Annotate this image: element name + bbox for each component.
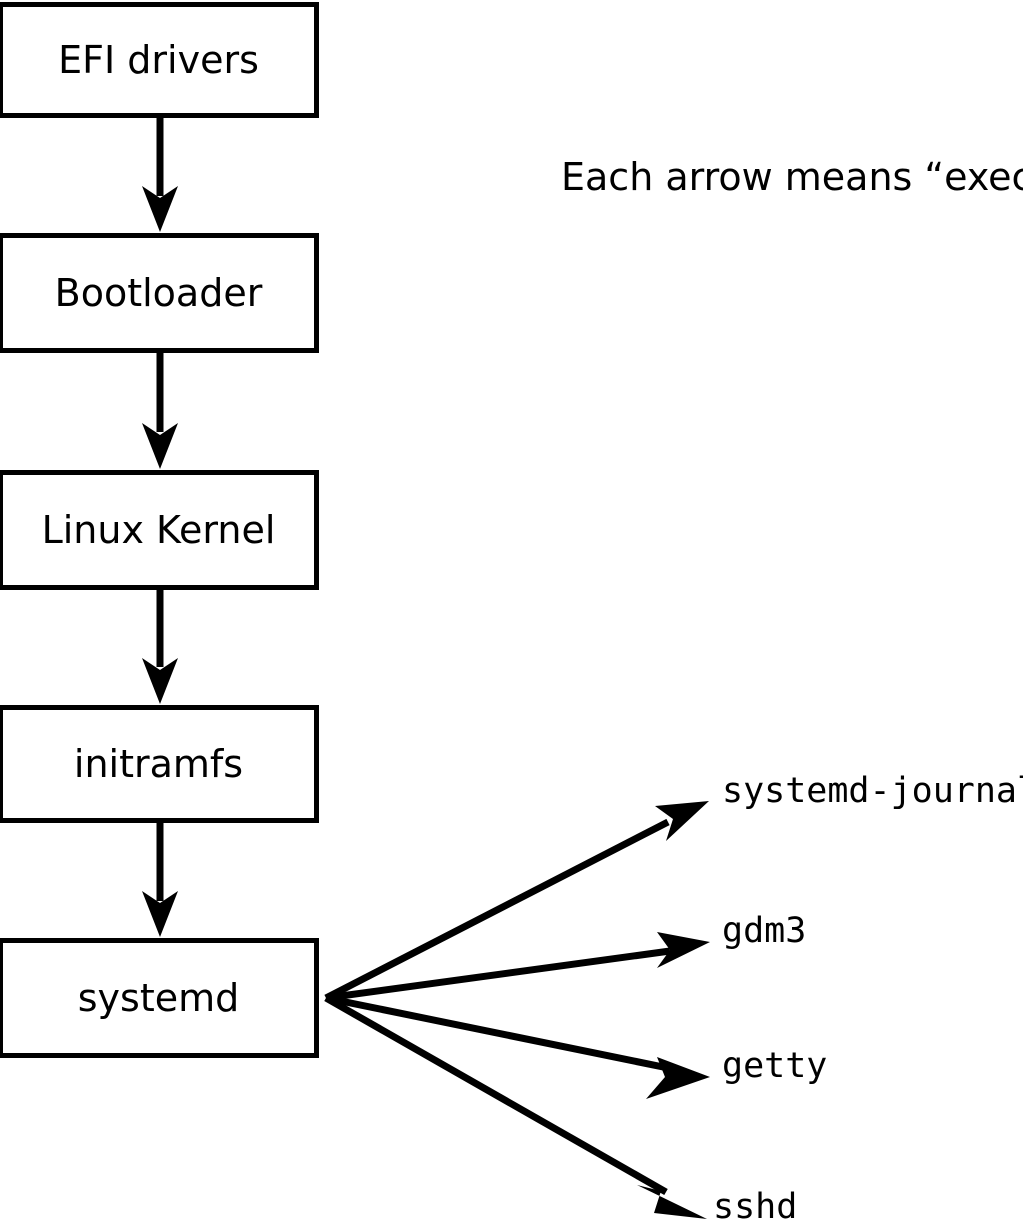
arrow-efi-to-bootloader <box>142 118 178 232</box>
node-label-linux-kernel: Linux Kernel <box>41 508 276 552</box>
node-label-initramfs: initramfs <box>73 742 244 786</box>
arrow-systemd-to-sshd <box>324 994 707 1219</box>
arrow-kernel-to-initramfs <box>142 590 178 704</box>
service-label-gdm3: gdm3 <box>722 911 807 951</box>
node-box-initramfs[interactable]: initramfs <box>0 705 319 823</box>
arrow-systemd-to-getty <box>325 994 710 1099</box>
diagram-caption: Each arrow means “executes”. <box>561 155 1023 199</box>
node-label-efi-drivers: EFI drivers <box>58 38 259 82</box>
arrow-initramfs-to-systemd <box>142 822 178 937</box>
node-label-systemd: systemd <box>77 976 240 1020</box>
arrow-bootloader-to-kernel <box>142 353 178 469</box>
node-box-efi-drivers[interactable]: EFI drivers <box>0 2 319 118</box>
service-label-systemd-journal: systemd-journal <box>722 771 1023 811</box>
node-box-linux-kernel[interactable]: Linux Kernel <box>0 470 319 590</box>
node-label-bootloader: Bootloader <box>54 271 263 315</box>
arrow-systemd-to-systemd-journal <box>324 801 709 1002</box>
node-box-bootloader[interactable]: Bootloader <box>0 233 319 353</box>
service-label-sshd: sshd <box>713 1187 798 1227</box>
arrow-systemd-to-gdm3 <box>325 932 710 1002</box>
service-label-getty: getty <box>722 1046 828 1086</box>
node-box-systemd[interactable]: systemd <box>0 938 319 1058</box>
